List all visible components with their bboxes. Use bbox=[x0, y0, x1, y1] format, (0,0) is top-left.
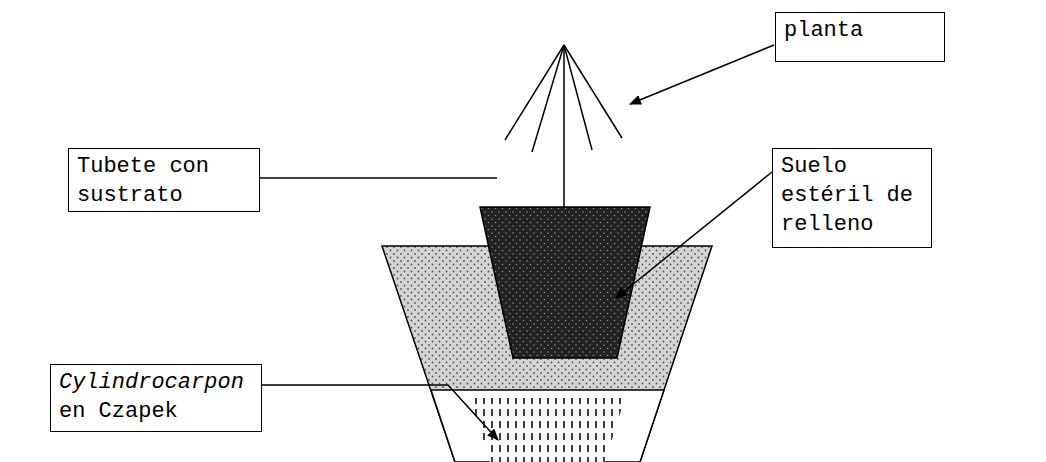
leader-arrow bbox=[630, 45, 774, 104]
callout-text: Tubete con sustrato bbox=[77, 152, 251, 210]
callout-text: planta bbox=[784, 16, 936, 45]
fungus-culture bbox=[470, 398, 625, 462]
leader-line bbox=[260, 177, 497, 179]
leader-arrow bbox=[262, 385, 498, 440]
callout-box: Cylindrocarpon en Czapek bbox=[50, 364, 262, 432]
callout-box: Tubete con sustrato bbox=[68, 148, 260, 212]
leader-arrow bbox=[616, 172, 772, 298]
callout-box: planta bbox=[775, 12, 945, 62]
species-name: Cylindrocarpon bbox=[59, 370, 244, 395]
czapek-layer bbox=[431, 390, 664, 462]
callout-text: Cylindrocarpon en Czapek bbox=[59, 368, 253, 426]
plant-drawing bbox=[505, 45, 622, 207]
substrate-tube bbox=[480, 207, 650, 358]
callout-text: Suelo estéril de relleno bbox=[781, 152, 923, 239]
callout-box: Suelo estéril de relleno bbox=[772, 148, 932, 248]
